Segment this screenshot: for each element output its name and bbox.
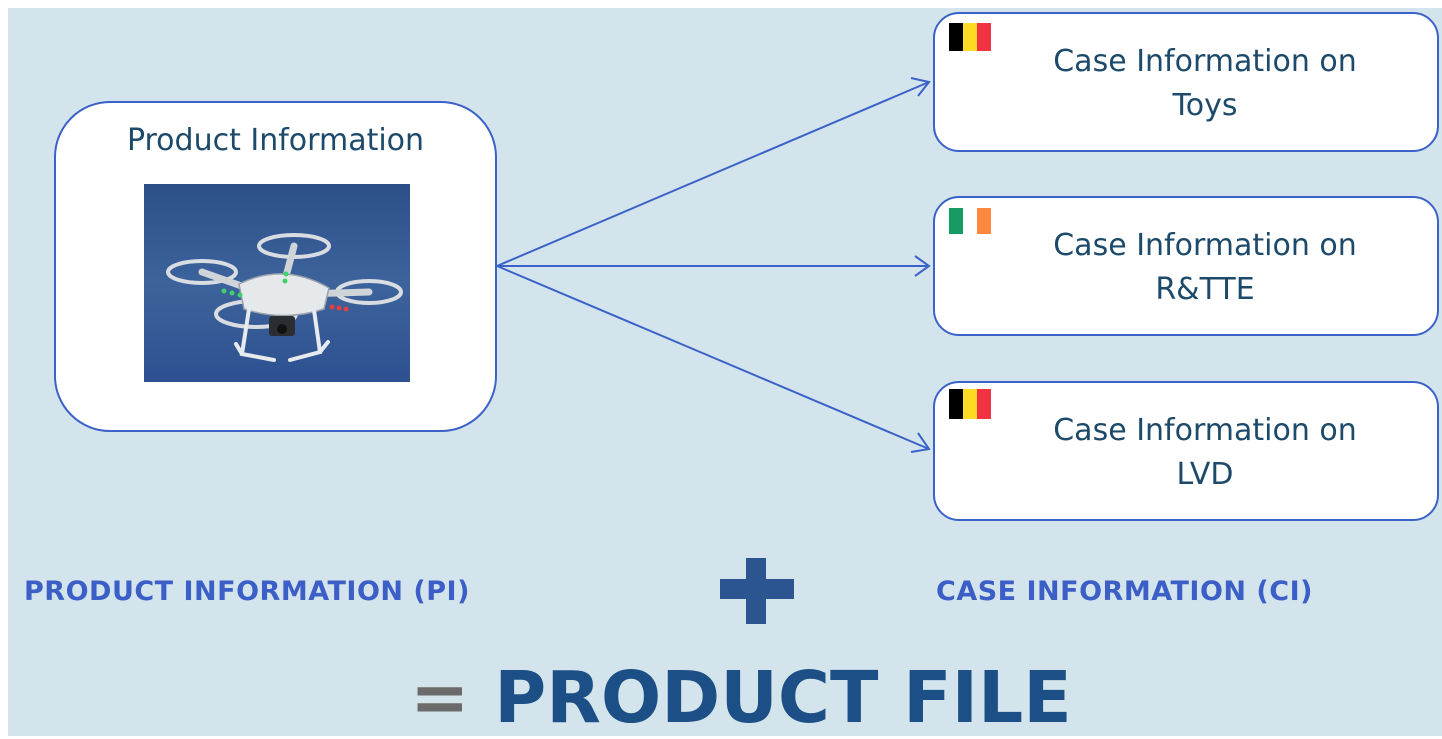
belgium-flag-icon [949,389,991,419]
case-information-label: Case Information on [1053,228,1357,263]
belgium-flag-icon [949,23,991,51]
product-information-title: Product Information [126,123,425,158]
case-information-label: Case Information on [1053,44,1357,79]
case-information-ci-label: CASE INFORMATION (CI) [936,576,1313,607]
case-information-lvd-box: Case Information on LVD [933,381,1439,521]
product-file-result: = PRODUCT FILE [410,662,1072,733]
product-file-text: PRODUCT FILE [494,656,1072,739]
arrow-to-toys [496,77,931,267]
plus-icon [720,558,794,624]
product-information-box: Product Information [54,101,497,432]
product-information-pi-label: PRODUCT INFORMATION (PI) [24,576,470,607]
case-information-subject: Toys [1172,88,1238,123]
ireland-flag-icon [949,208,991,234]
case-information-label: Case Information on [1053,413,1357,448]
case-information-subject: LVD [1176,457,1234,492]
equals-sign: = [410,656,470,739]
case-information-subject: R&TTE [1155,272,1255,307]
arrow-to-lvd [496,265,931,453]
case-information-rtte-box: Case Information on R&TTE [933,196,1439,336]
arrow-to-rtte [497,255,931,277]
case-information-toys-box: Case Information on Toys [933,12,1439,152]
drone-image [144,184,410,382]
